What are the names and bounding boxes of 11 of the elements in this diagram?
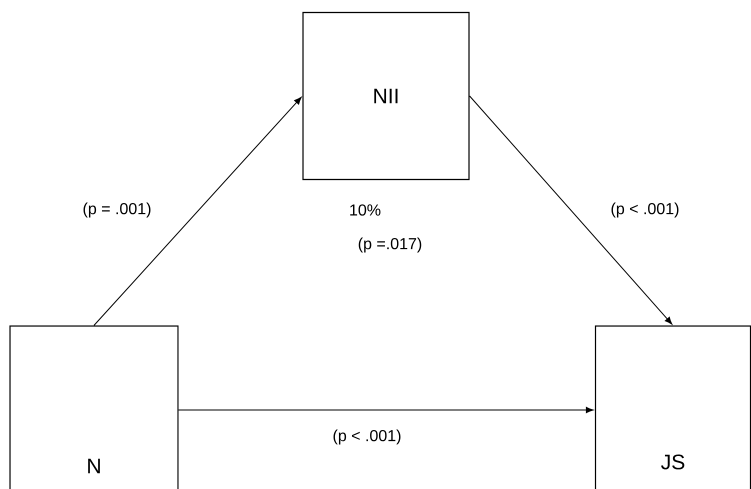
- effect-label: (p =.017): [358, 238, 422, 252]
- arrow: [94, 96, 302, 326]
- variable-box: JS: [594, 325, 751, 489]
- arrow: [469, 96, 672, 324]
- edge-label: (p = .001): [84, 202, 150, 218]
- edge-label: (p < .001): [334, 430, 400, 444]
- variable-box: N: [9, 325, 179, 489]
- edge-label: (p < .001): [612, 202, 678, 218]
- variable-box: NII: [302, 12, 470, 180]
- effect-label: 10%: [350, 204, 380, 216]
- arrow: [178, 406, 594, 414]
